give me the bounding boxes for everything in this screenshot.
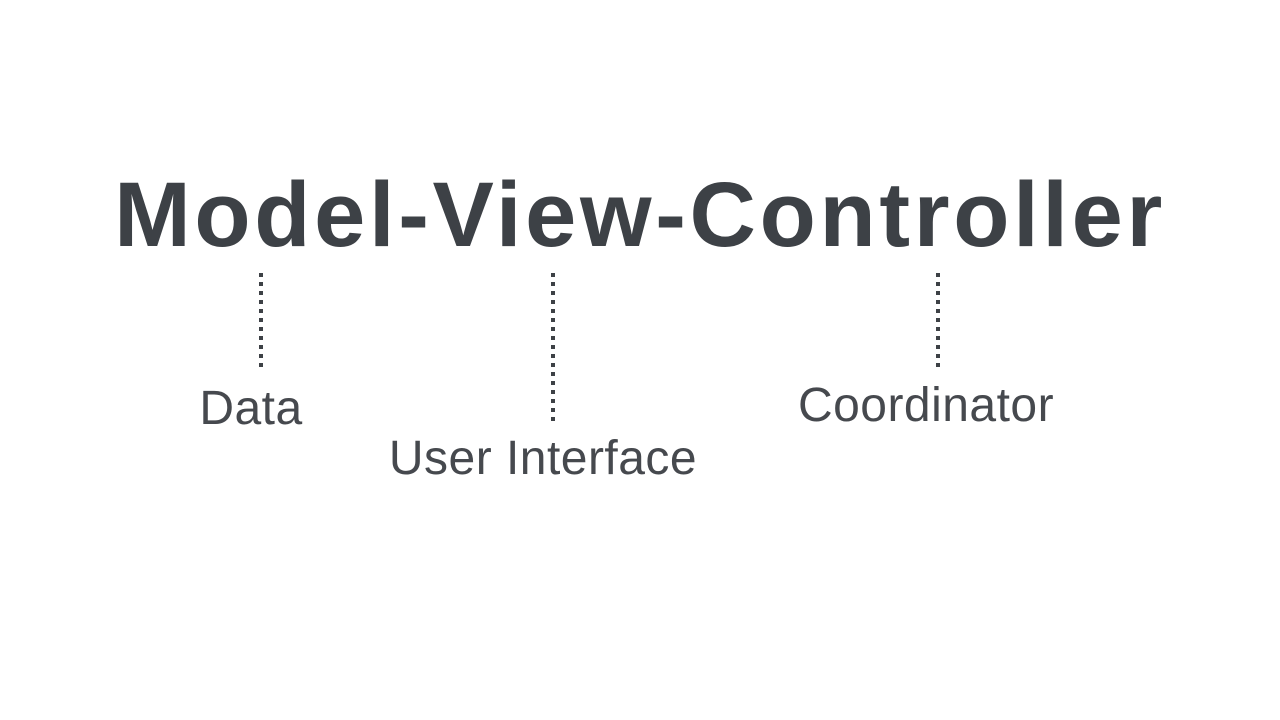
- connector-label-controller: Coordinator: [797, 379, 1055, 432]
- dotted-connector-line-controller: [936, 273, 940, 371]
- dotted-connector-line-model: [259, 273, 263, 369]
- connector-label-view: User Interface: [388, 432, 698, 485]
- page-title: Model-View-Controller: [114, 164, 1166, 266]
- dotted-connector-line-view: [551, 273, 555, 421]
- connector-label-model: Data: [199, 382, 303, 435]
